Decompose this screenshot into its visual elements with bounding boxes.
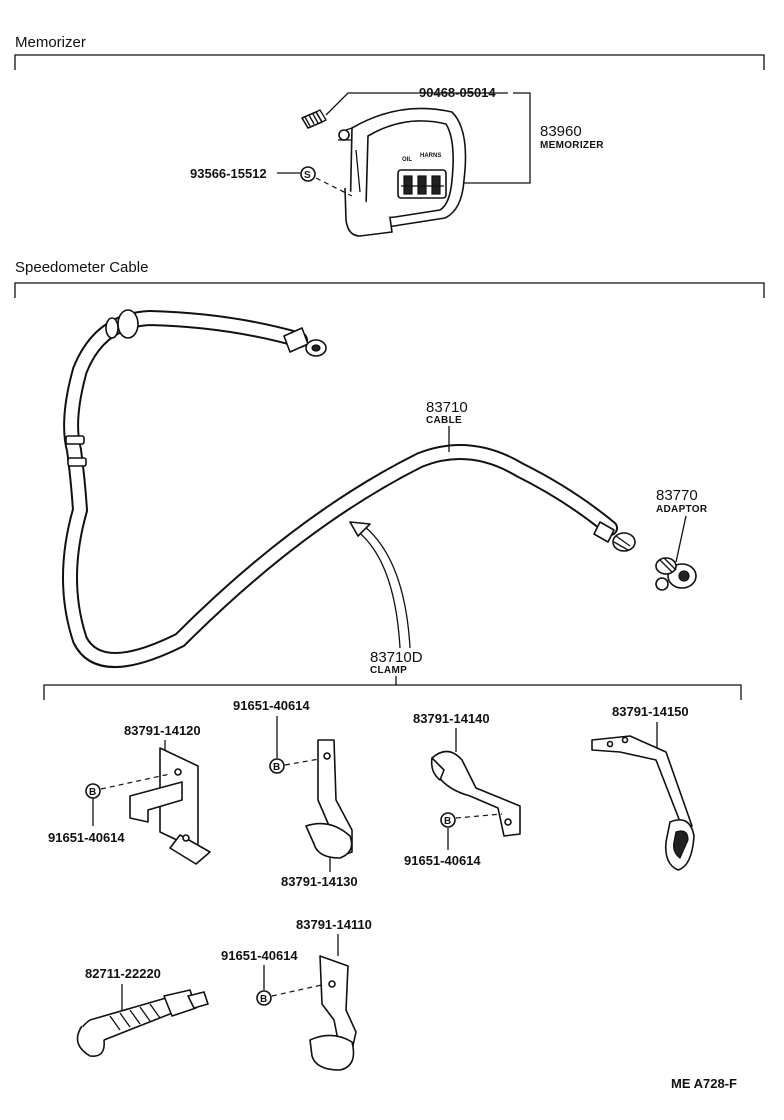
label-clamp-name: CLAMP (370, 665, 407, 676)
c3-b-text: B (444, 816, 451, 827)
c1-b-text: B (89, 787, 96, 798)
gauge-text-harns: HARNS (420, 153, 441, 159)
cable-section-bracket (14, 282, 765, 298)
c2-b-text: B (273, 762, 280, 773)
clamp-14140 (430, 750, 521, 837)
label-s-part-pn: 93566-15512 (190, 166, 267, 181)
label-c2-bolt: 91651-40614 (233, 698, 310, 713)
section-title-memorizer: Memorizer (15, 34, 86, 51)
gauge-text-oil: OIL (402, 157, 412, 163)
c3-bolt-dash (455, 813, 503, 819)
clamp-arrow-line (355, 529, 401, 649)
label-c4-pn: 83791-14150 (612, 704, 689, 719)
adaptor-part (655, 557, 697, 591)
clamp-arrow-line-2 (363, 525, 411, 649)
label-screw-pn: 90468-05014 (419, 85, 496, 100)
label-c1-pn: 83791-14120 (124, 723, 201, 738)
label-c6-bolt: 91651-40614 (221, 948, 298, 963)
clamp-14150 (591, 735, 695, 871)
clamp-14120 (129, 747, 211, 865)
speedometer-cable (62, 309, 636, 668)
label-adaptor-name: ADAPTOR (656, 504, 708, 515)
label-cable-name: CABLE (426, 415, 462, 426)
clamp-arrow-head (349, 521, 371, 537)
bracket-memorizer-assy (462, 92, 531, 184)
memorizer-screw (301, 109, 327, 129)
label-c5-pn: 82711-22220 (85, 966, 161, 981)
c6-b-circle (256, 990, 272, 1006)
c6-bolt-dash (271, 983, 327, 997)
s-symbol-circle (300, 166, 316, 182)
clamp-group-bracket (43, 676, 742, 700)
clamp-band-22220 (76, 989, 209, 1057)
c1-bolt-dash (100, 773, 171, 790)
label-memorizer-name: MEMORIZER (540, 140, 604, 151)
label-cable-pn: 83710 (426, 399, 468, 416)
s-symbol-text: S (304, 170, 311, 181)
footer-code: ME A728-F (671, 1076, 737, 1091)
label-clamp-pn: 83710D (370, 649, 423, 666)
memorizer-section-bracket (14, 54, 765, 70)
leader-screw (325, 92, 508, 116)
label-c1-bolt: 91651-40614 (48, 830, 125, 845)
c2-bolt-dash (284, 757, 326, 766)
label-c3-bolt: 91651-40614 (404, 853, 481, 868)
s-part-dash (315, 177, 353, 197)
label-c2-pn: 83791-14130 (281, 874, 358, 889)
c6-b-text: B (260, 994, 267, 1005)
label-memorizer-pn: 83960 (540, 123, 582, 140)
c2-b-circle (269, 758, 285, 774)
label-c6-pn: 83791-14110 (296, 917, 372, 932)
clamp-14110 (309, 955, 357, 1071)
memorizer-unit (338, 107, 467, 237)
label-c3-pn: 83791-14140 (413, 711, 490, 726)
clamp-14130 (305, 739, 353, 859)
label-adaptor-pn: 83770 (656, 487, 698, 504)
c3-b-circle (440, 812, 456, 828)
section-title-speedometer-cable: Speedometer Cable (15, 259, 148, 276)
leader-adaptor (675, 515, 687, 563)
